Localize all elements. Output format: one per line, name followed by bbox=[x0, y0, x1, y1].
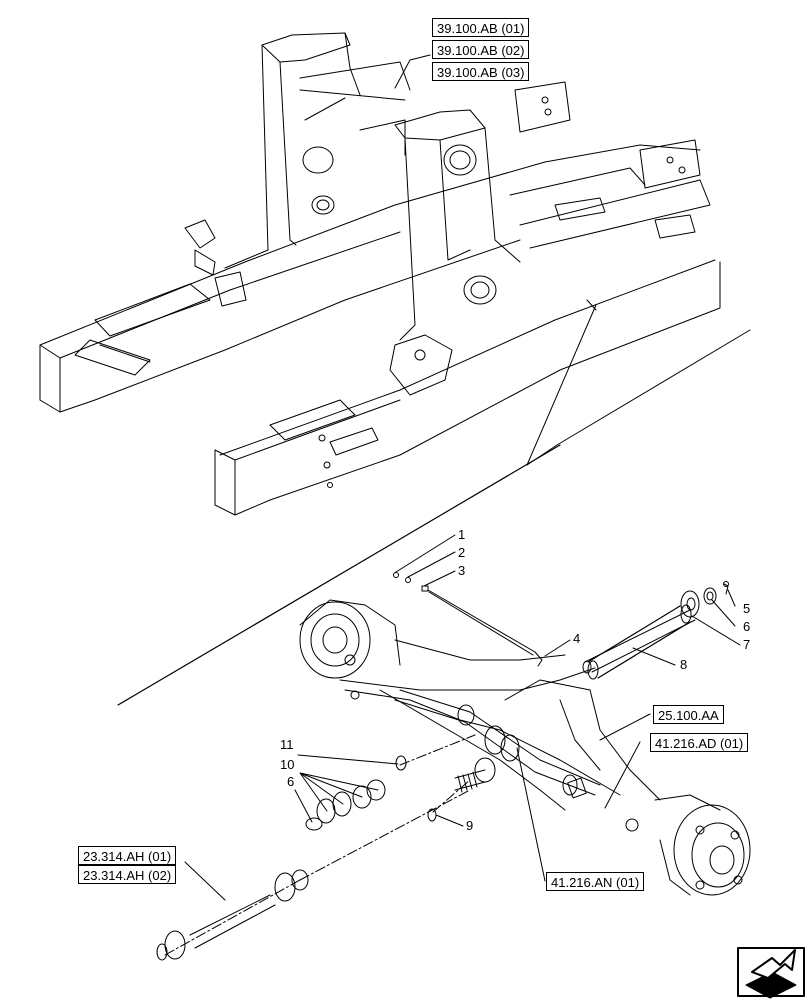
ref-frame-3[interactable]: 39.100.AB (03) bbox=[432, 62, 530, 81]
ref-steer-2[interactable]: 41.216.AN (01) bbox=[546, 872, 645, 891]
callout-6b: 6 bbox=[287, 774, 295, 789]
frame-to-axle-line bbox=[526, 304, 751, 466]
drive-shaft bbox=[156, 789, 471, 961]
callout-leaders bbox=[184, 534, 741, 901]
callout-7: 7 bbox=[743, 637, 751, 652]
ref-frame-1[interactable]: 39.100.AB (01) bbox=[432, 18, 530, 37]
chassis-frame bbox=[39, 32, 721, 516]
frame-leader bbox=[394, 54, 431, 89]
callout-8: 8 bbox=[680, 657, 688, 672]
front-axle bbox=[299, 599, 751, 896]
callout-4: 4 bbox=[573, 631, 581, 646]
callout-9: 9 bbox=[466, 818, 474, 833]
ref-shaft-2[interactable]: 23.314.AH (02) bbox=[78, 865, 177, 884]
callout-5: 5 bbox=[743, 601, 751, 616]
callout-1: 1 bbox=[458, 527, 466, 542]
pin-washer bbox=[587, 581, 729, 680]
callout-2: 2 bbox=[458, 545, 466, 560]
ref-axle[interactable]: 25.100.AA bbox=[653, 705, 724, 724]
callout-3: 3 bbox=[458, 563, 466, 578]
callout-11: 11 bbox=[280, 737, 294, 752]
ref-frame-2[interactable]: 39.100.AB (02) bbox=[432, 40, 530, 59]
ref-steer-1[interactable]: 41.216.AD (01) bbox=[650, 733, 749, 752]
ref-shaft-1[interactable]: 23.314.AH (01) bbox=[78, 846, 177, 865]
grease-line bbox=[393, 572, 543, 667]
callout-10: 10 bbox=[280, 757, 295, 772]
shim-set bbox=[305, 734, 476, 831]
callout-6a: 6 bbox=[743, 619, 751, 634]
divider-line bbox=[117, 444, 561, 706]
next-page-icon[interactable] bbox=[737, 947, 805, 999]
